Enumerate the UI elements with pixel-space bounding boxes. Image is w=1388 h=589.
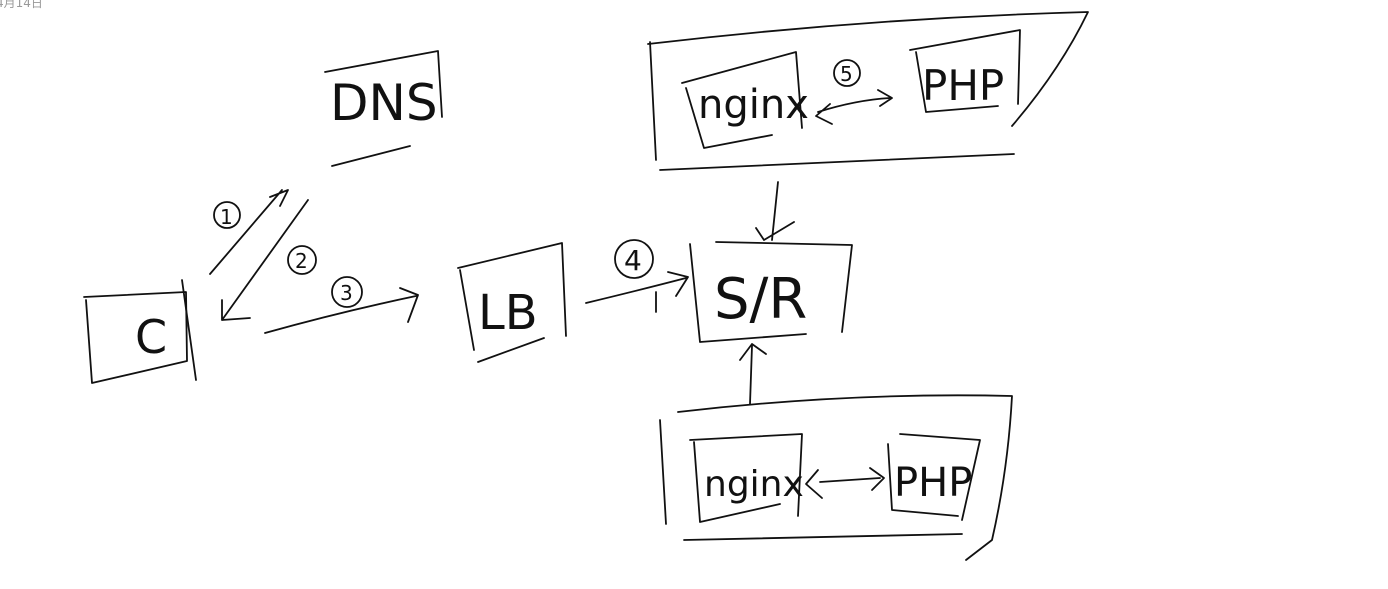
- storage-label: S/R: [714, 267, 807, 332]
- storage-node: S/R: [689, 241, 853, 343]
- lb-to-storage-arrow: [585, 271, 689, 313]
- dns-query-arrows: [209, 189, 309, 321]
- upper-php-label: PHP: [922, 61, 1004, 110]
- dns-label: DNS: [330, 74, 438, 132]
- dns-node: DNS: [324, 50, 443, 167]
- client-node: C: [83, 279, 197, 384]
- step-5-label: 5: [840, 62, 853, 86]
- upper-to-storage-arrow: [755, 181, 795, 241]
- lower-php-label: PHP: [894, 460, 972, 506]
- step-3-marker: 3: [331, 276, 363, 308]
- upper-nginx-label: nginx: [698, 82, 809, 128]
- step-4-label: 4: [624, 244, 642, 277]
- step-2-marker: 2: [287, 245, 317, 275]
- client-label: C: [135, 310, 167, 364]
- step-2-label: 2: [295, 249, 308, 273]
- step-1-marker: 1: [213, 201, 241, 229]
- date-fragment: 4月14日: [0, 0, 43, 10]
- step-1-label: 1: [220, 205, 233, 229]
- lower-to-storage-arrow: [739, 343, 767, 405]
- step-4-marker: 4: [614, 239, 654, 279]
- lb-label: LB: [478, 285, 538, 341]
- lower-web-group: nginx PHP: [659, 394, 1013, 561]
- lower-nginx-label: nginx: [704, 464, 804, 505]
- step-3-label: 3: [340, 281, 353, 305]
- upper-web-group: nginx PHP 5: [647, 11, 1089, 171]
- client-to-lb-arrow: [264, 287, 419, 334]
- lb-node: LB: [457, 242, 567, 363]
